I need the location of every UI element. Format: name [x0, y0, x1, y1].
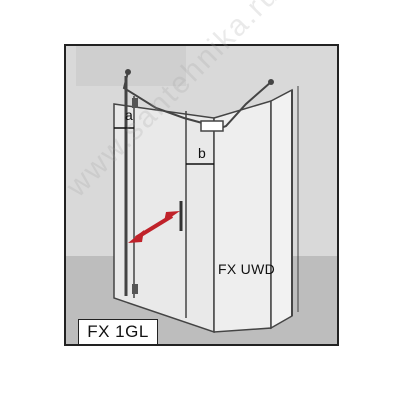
- side-wall-panel: [270, 88, 293, 330]
- model-label: FX 1GL: [78, 319, 158, 345]
- shower-enclosure-drawing: [66, 46, 337, 344]
- hinge-bottom: [132, 284, 138, 294]
- hinge-top: [132, 98, 138, 108]
- dimension-b-label: b: [198, 145, 206, 161]
- bar-mount-right: [268, 79, 274, 85]
- bar-mount-left: [125, 69, 131, 75]
- dimension-a-label: a: [125, 107, 133, 123]
- side-wall-label: FX UWD: [218, 261, 276, 277]
- fixed-panel: [213, 99, 272, 333]
- back-wall: [76, 46, 186, 86]
- stabilizer-bar-left: [122, 71, 207, 125]
- corner-connector: [200, 120, 224, 132]
- diagram-frame: [64, 44, 339, 346]
- swing-arrow: [128, 211, 180, 243]
